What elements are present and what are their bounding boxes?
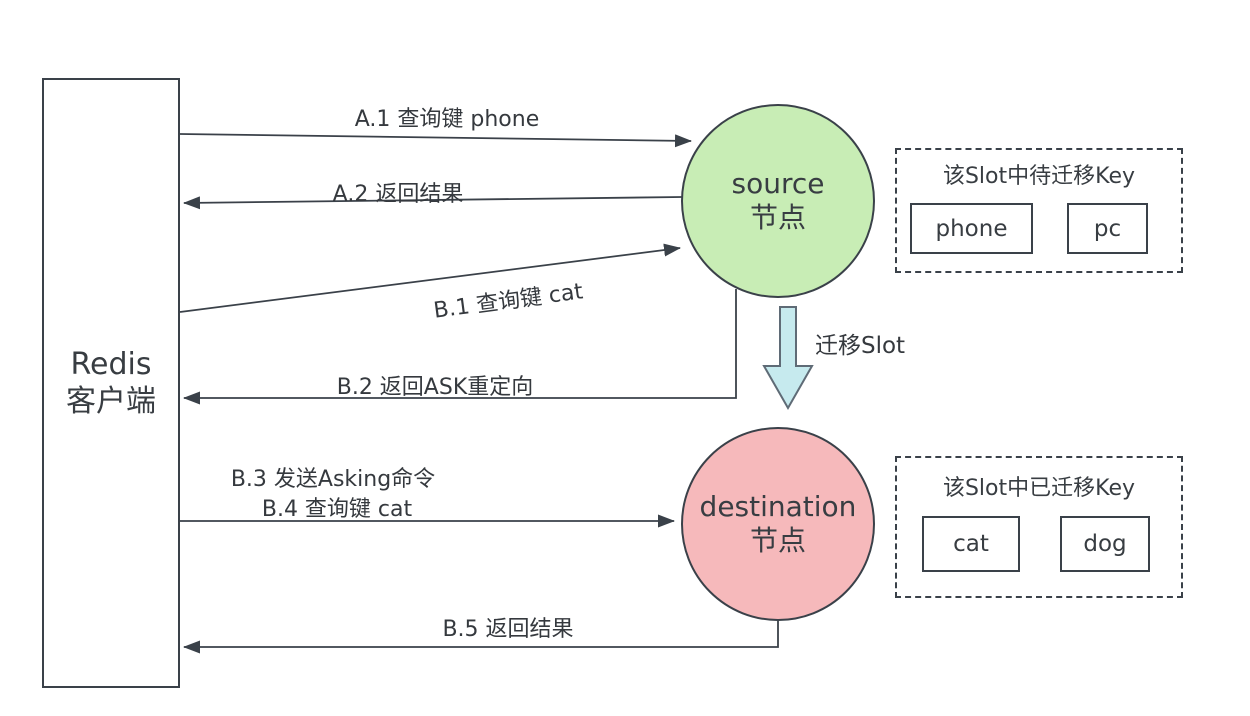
destination-node-label-line2: 节点 bbox=[749, 524, 806, 557]
migrate-slot-block-arrow bbox=[762, 306, 814, 411]
arrow-a2-return-result bbox=[183, 196, 683, 210]
source-node-label-line2: 节点 bbox=[749, 201, 806, 234]
label-b3-send-asking: B.3 发送Asking命令 bbox=[230, 467, 436, 492]
arrow-b2-ask-redirect bbox=[183, 289, 737, 405]
redis-client-label-line1: Redis bbox=[70, 347, 152, 382]
migrated-keys-title: 该Slot中已迁移Key bbox=[942, 476, 1136, 501]
destination-node: destination 节点 bbox=[681, 427, 875, 621]
label-migrate-slot: 迁移Slot bbox=[815, 333, 906, 359]
source-node: source 节点 bbox=[681, 104, 875, 298]
key-box-phone: phone bbox=[910, 203, 1033, 254]
key-box-pc: pc bbox=[1067, 203, 1148, 254]
arrow-b1-query-cat bbox=[179, 243, 681, 313]
label-a2-return-result: A.2 返回结果 bbox=[332, 182, 464, 207]
destination-node-label-line1: destination bbox=[699, 490, 857, 523]
label-b2-ask-redirect: B.2 返回ASK重定向 bbox=[336, 375, 534, 400]
arrow-b5-return-result bbox=[183, 621, 779, 654]
redis-client-box: Redis 客户端 bbox=[42, 78, 180, 688]
key-box-cat: cat bbox=[922, 516, 1020, 572]
key-box-dog: dog bbox=[1060, 516, 1150, 572]
migrated-keys-panel: 该Slot中已迁移Key cat dog bbox=[895, 456, 1183, 598]
pending-keys-panel: 该Slot中待迁移Key phone pc bbox=[895, 148, 1183, 273]
label-b4-query-cat: B.4 查询键 cat bbox=[261, 497, 413, 522]
redis-client-label-line2: 客户端 bbox=[66, 384, 156, 419]
arrow-a1-query-phone bbox=[179, 133, 692, 148]
pending-keys-title: 该Slot中待迁移Key bbox=[942, 164, 1136, 189]
label-a1-query-phone: A.1 查询键 phone bbox=[354, 107, 540, 132]
label-b5-return-result: B.5 返回结果 bbox=[442, 617, 574, 642]
source-node-label-line1: source bbox=[731, 167, 825, 200]
